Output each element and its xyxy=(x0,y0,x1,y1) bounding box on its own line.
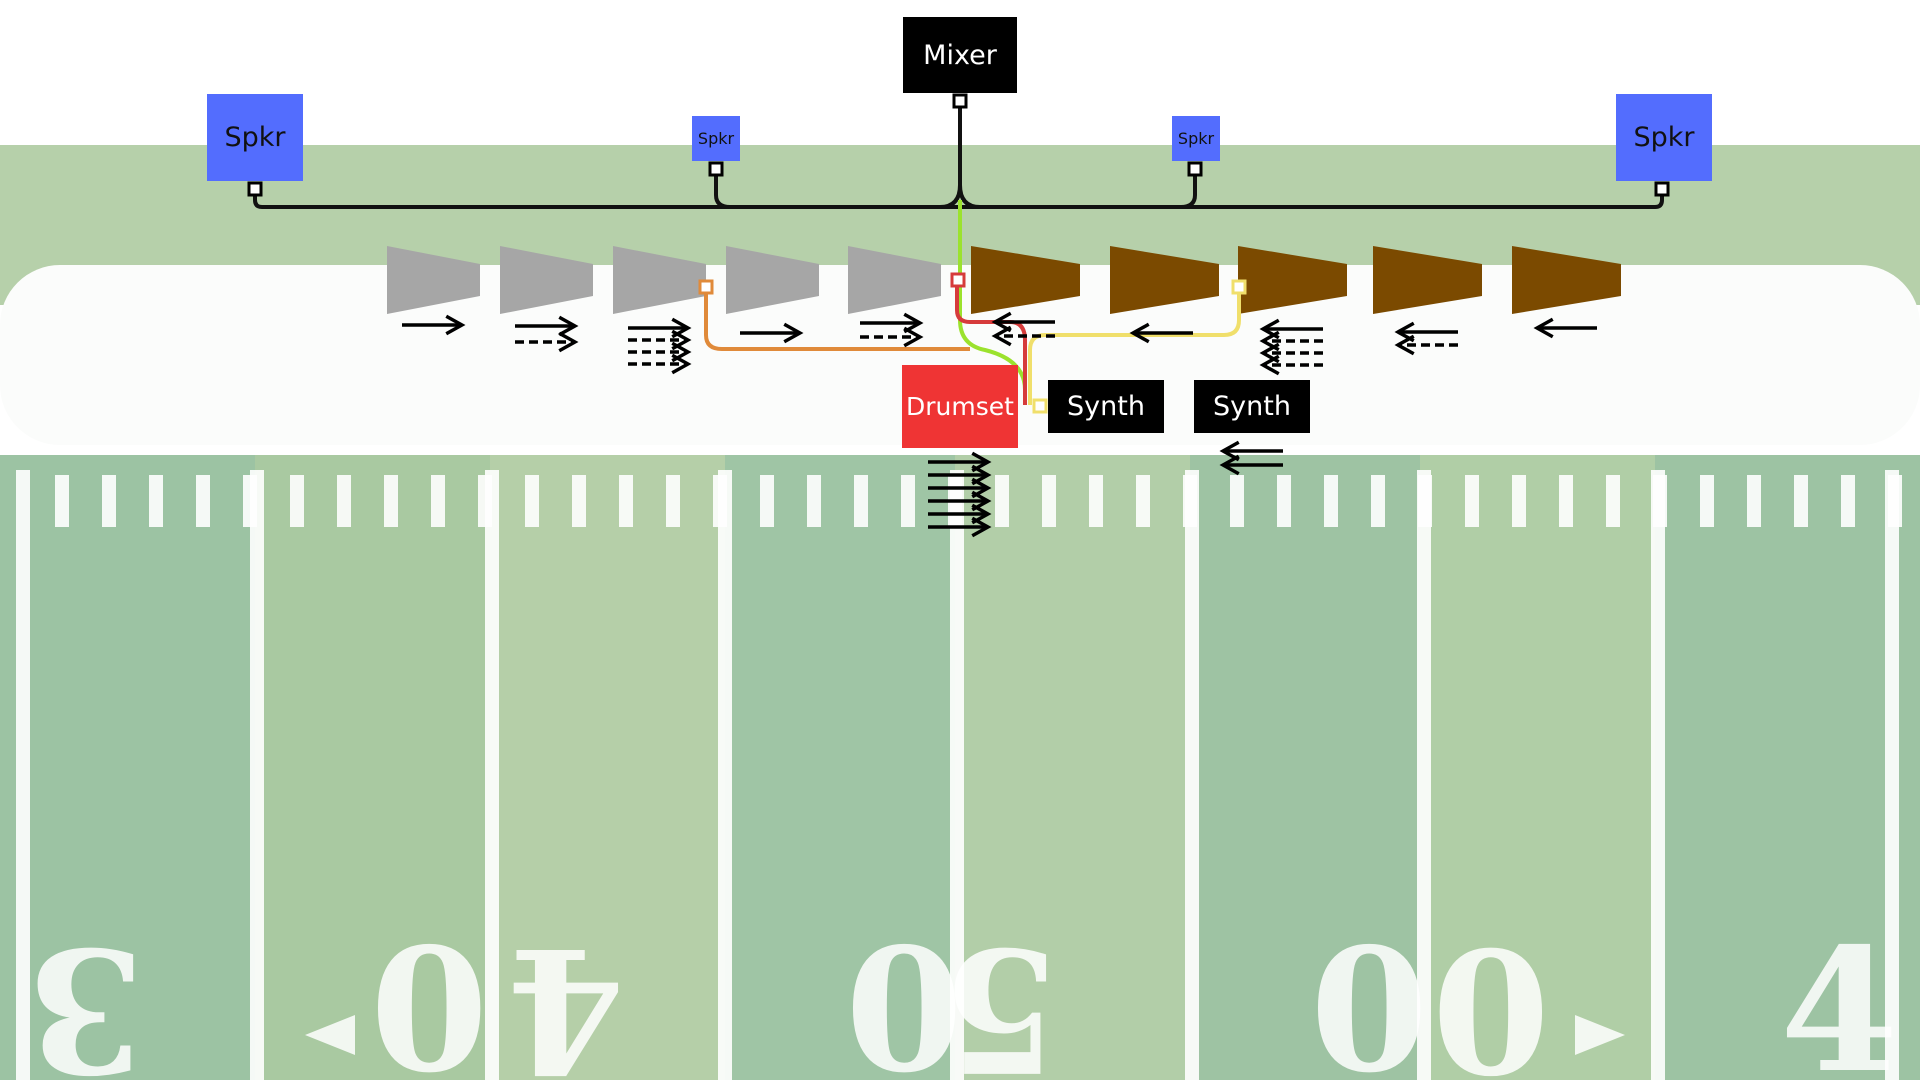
synth-label: Synth xyxy=(1067,391,1145,422)
hash-mark xyxy=(149,475,163,527)
hash-mark xyxy=(1512,475,1526,527)
hash-mark xyxy=(1700,475,1714,527)
drumset-label: Drumset xyxy=(906,392,1014,421)
hash-mark xyxy=(1606,475,1620,527)
connector xyxy=(698,279,714,295)
speaker-left-outer[interactable]: Spkr xyxy=(207,94,303,181)
red-synth-cable xyxy=(955,280,1027,405)
hash-mark xyxy=(478,475,492,527)
performer-left-1 xyxy=(387,246,480,314)
hash-mark xyxy=(713,475,727,527)
performer-right-2 xyxy=(1110,246,1219,314)
performer-left-3 xyxy=(613,246,706,314)
performer-right-4 xyxy=(1373,246,1482,314)
hash-mark xyxy=(807,475,821,527)
hash-mark xyxy=(431,475,445,527)
connector xyxy=(1654,181,1670,197)
mixer-label: Mixer xyxy=(923,39,997,71)
hash-mark xyxy=(1183,475,1197,527)
speaker-right-outer[interactable]: Spkr xyxy=(1616,94,1712,181)
synth-label: Synth xyxy=(1213,391,1291,422)
hash-marks xyxy=(55,475,1902,527)
field-arrow xyxy=(1575,1015,1625,1055)
hash-mark xyxy=(196,475,210,527)
hash-mark xyxy=(1747,475,1761,527)
performer-group-left xyxy=(387,246,941,314)
hash-mark xyxy=(1794,475,1808,527)
performer-left-4 xyxy=(726,246,819,314)
movement-arrows xyxy=(402,322,1597,527)
synth-box-1[interactable]: Synth xyxy=(1048,380,1164,433)
connector xyxy=(247,181,263,197)
hash-mark xyxy=(1418,475,1432,527)
hash-mark xyxy=(1465,475,1479,527)
hash-mark xyxy=(619,475,633,527)
yard-number: 3 xyxy=(27,909,145,1080)
drumset-box[interactable]: Drumset xyxy=(902,365,1018,448)
connector xyxy=(1032,398,1048,414)
hash-mark xyxy=(1371,475,1385,527)
connector xyxy=(952,93,968,109)
hash-mark xyxy=(55,475,69,527)
speaker-bus-cable xyxy=(253,102,1664,209)
speaker-label: Spkr xyxy=(1633,122,1695,153)
hash-mark xyxy=(102,475,116,527)
speaker-label: Spkr xyxy=(224,122,286,153)
hash-mark xyxy=(666,475,680,527)
speaker-left-inner[interactable]: Spkr xyxy=(692,116,740,161)
hash-mark xyxy=(290,475,304,527)
hash-mark xyxy=(760,475,774,527)
connector xyxy=(1187,161,1203,177)
connector xyxy=(708,161,724,177)
hash-mark xyxy=(854,475,868,527)
yard-number: 0 xyxy=(1310,911,1428,1080)
connector xyxy=(1231,279,1247,295)
hash-mark xyxy=(1089,475,1103,527)
hash-mark xyxy=(1841,475,1855,527)
connectors xyxy=(247,93,1670,414)
speaker-label: Spkr xyxy=(697,129,735,148)
hash-mark xyxy=(1888,475,1902,527)
hash-mark xyxy=(525,475,539,527)
hash-mark xyxy=(1230,475,1244,527)
yard-lines xyxy=(16,470,1899,1080)
performer-group-right xyxy=(971,246,1621,314)
synth-box-2[interactable]: Synth xyxy=(1194,380,1310,433)
yard-numbers: 3 0 4 0 5 0 0 4 xyxy=(27,909,1899,1080)
performer-left-2 xyxy=(500,246,593,314)
field-arrow xyxy=(305,1015,355,1055)
hash-mark xyxy=(243,475,257,527)
hash-mark xyxy=(1042,475,1056,527)
hash-mark xyxy=(1277,475,1291,527)
yard-number: 4 xyxy=(1780,911,1898,1080)
speaker-right-inner[interactable]: Spkr xyxy=(1172,116,1220,161)
hash-mark xyxy=(901,475,915,527)
performer-right-5 xyxy=(1512,246,1621,314)
hash-mark xyxy=(995,475,1009,527)
hash-mark xyxy=(1136,475,1150,527)
mixer-box[interactable]: Mixer xyxy=(903,17,1017,93)
hash-mark xyxy=(1324,475,1338,527)
connector xyxy=(950,272,966,288)
turf-stripes xyxy=(0,455,1920,1080)
performer-left-5 xyxy=(848,246,941,314)
yard-number: 0 xyxy=(845,911,963,1080)
yard-number: 5 xyxy=(942,909,1060,1080)
hash-mark xyxy=(384,475,398,527)
yard-number: 0 xyxy=(1432,909,1550,1080)
hash-mark xyxy=(1559,475,1573,527)
performer-right-3 xyxy=(1238,246,1347,314)
yard-number: 4 xyxy=(507,909,625,1080)
orange-cable xyxy=(704,288,970,351)
yard-number: 0 xyxy=(370,911,488,1080)
speaker-label: Spkr xyxy=(1177,129,1215,148)
hash-mark xyxy=(337,475,351,527)
performer-right-1 xyxy=(971,246,1080,314)
hash-mark xyxy=(1653,475,1667,527)
hash-mark xyxy=(572,475,586,527)
